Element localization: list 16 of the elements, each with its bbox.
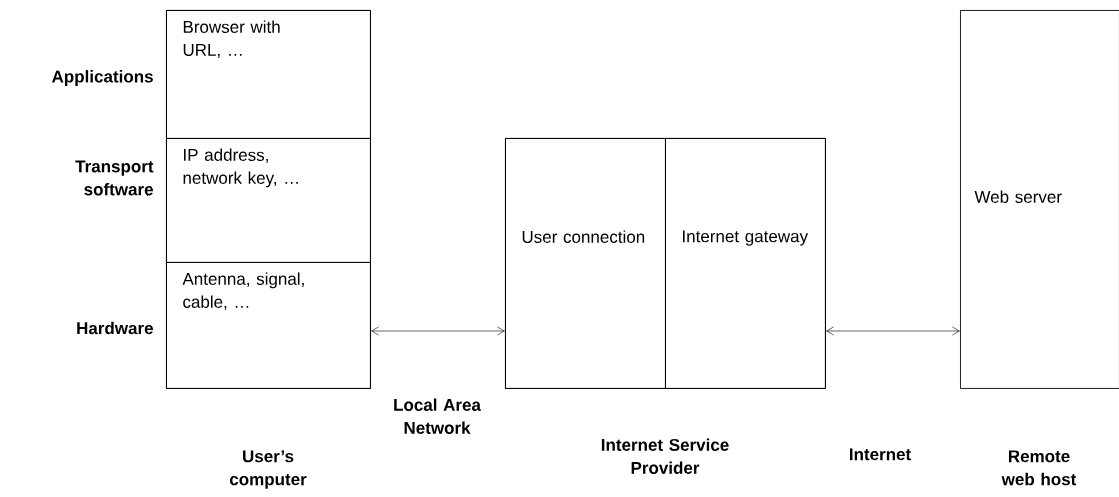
node-label: Remote web host (1001, 450, 1077, 486)
cell: Internet gateway (665, 138, 826, 389)
row-label: Applications (52, 70, 153, 86)
column-label: Internet (850, 448, 911, 461)
node-label: Internet Service Provider (601, 438, 729, 474)
cell: Antenna, signal, cable, … (166, 262, 371, 389)
column-label: Local Area Network (394, 398, 482, 434)
double-arrow (826, 326, 960, 336)
cell: IP address, network key, … (166, 138, 371, 263)
node-label: User’s computer (229, 450, 307, 489)
double-arrow (371, 326, 505, 336)
row-label: Hardware (77, 321, 153, 335)
cell: User connection (505, 138, 666, 389)
cell: Browser with URL, … (166, 10, 371, 139)
row-label: Transport software (75, 160, 154, 196)
box: Web server Remote web host (960, 10, 1119, 486)
